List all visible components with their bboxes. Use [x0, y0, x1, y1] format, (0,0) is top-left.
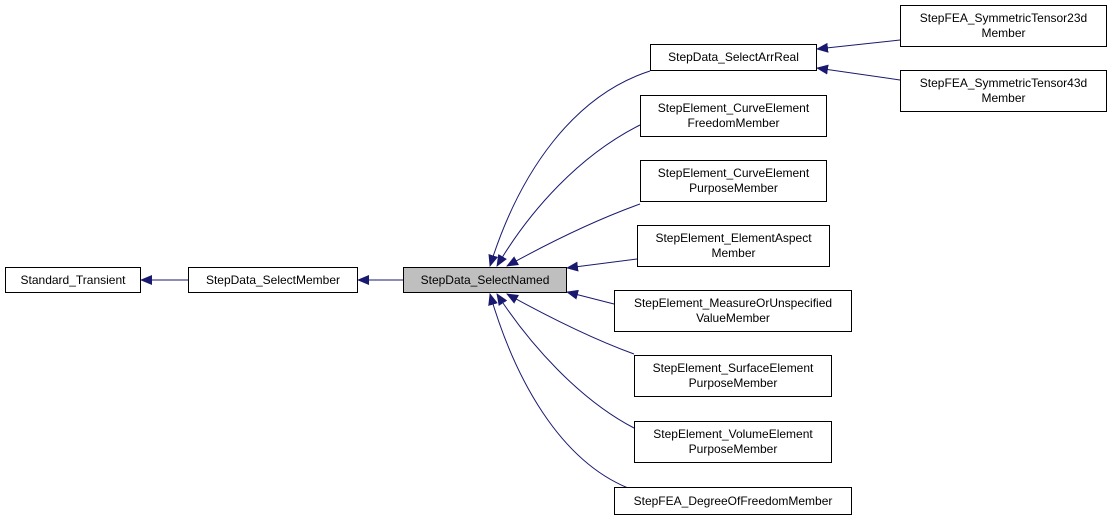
node-element-aspect-member[interactable]: StepElement_ElementAspect Member — [637, 225, 830, 267]
node-label-line: StepFEA_SymmetricTensor43d — [919, 76, 1088, 90]
node-label-line: StepElement_MeasureOrUnspecified — [633, 296, 833, 310]
edge-volume-purpose-to-select-named — [496, 293, 635, 429]
edge-dof-to-select-named — [488, 293, 629, 489]
node-label-line: Member — [981, 91, 1026, 105]
node-label-line: FreedomMember — [687, 116, 780, 130]
node-surface-element-purpose-member[interactable]: StepElement_SurfaceElement PurposeMember — [634, 355, 832, 397]
node-label-line: StepElement_ElementAspect — [655, 231, 812, 245]
node-select-arr-real[interactable]: StepData_SelectArrReal — [650, 44, 817, 71]
node-select-named-current: StepData_SelectNamed — [403, 267, 567, 293]
node-label-line: StepElement_SurfaceElement — [652, 361, 814, 375]
node-select-member[interactable]: StepData_SelectMember — [188, 267, 358, 293]
node-label-line: StepData_SelectMember — [205, 272, 341, 287]
node-label-line: PurposeMember — [688, 376, 778, 390]
node-label-line: StepFEA_SymmetricTensor23d — [919, 11, 1088, 25]
node-volume-element-purpose-member[interactable]: StepElement_VolumeElement PurposeMember — [634, 421, 832, 463]
node-symmetric-tensor-23d-member[interactable]: StepFEA_SymmetricTensor23d Member — [900, 5, 1107, 47]
node-degree-of-freedom-member[interactable]: StepFEA_DegreeOfFreedomMember — [614, 487, 852, 515]
edge-arr-real-to-select-named — [488, 70, 651, 267]
node-label-line: StepData_SelectNamed — [420, 272, 550, 287]
edge-surface-purpose-to-select-named — [506, 293, 635, 355]
node-symmetric-tensor-43d-member[interactable]: StepFEA_SymmetricTensor43d Member — [900, 70, 1107, 112]
edge-sym43-to-arr-real — [816, 64, 901, 81]
node-label-line: StepFEA_DegreeOfFreedomMember — [633, 493, 833, 508]
node-curve-element-purpose-member[interactable]: StepElement_CurveElement PurposeMember — [640, 160, 827, 202]
node-label-line: PurposeMember — [689, 181, 778, 195]
node-label-line: ValueMember — [696, 311, 770, 325]
node-label-line: PurposeMember — [688, 442, 778, 456]
node-standard-transient[interactable]: Standard_Transient — [5, 267, 141, 293]
edge-element-aspect-to-select-named — [566, 258, 638, 272]
node-label-line: StepData_SelectArrReal — [668, 50, 799, 64]
edge-sym23-to-arr-real — [816, 39, 901, 53]
node-measure-or-unspecified-value-member[interactable]: StepElement_MeasureOrUnspecified ValueMe… — [614, 290, 852, 332]
node-label-line: Member — [981, 26, 1026, 40]
node-label-line: StepElement_CurveElement — [657, 166, 810, 180]
node-label-line: Member — [711, 246, 756, 260]
edge-measure-to-select-named — [566, 289, 615, 305]
node-label-line: Standard_Transient — [20, 272, 126, 287]
node-label-line: StepElement_VolumeElement — [653, 427, 813, 441]
edge-curve-freedom-to-select-named — [496, 124, 641, 267]
node-label-line: StepElement_CurveElement — [657, 101, 810, 115]
node-curve-element-freedom-member[interactable]: StepElement_CurveElement FreedomMember — [640, 95, 827, 137]
edge-curve-purpose-to-select-named — [506, 203, 641, 267]
